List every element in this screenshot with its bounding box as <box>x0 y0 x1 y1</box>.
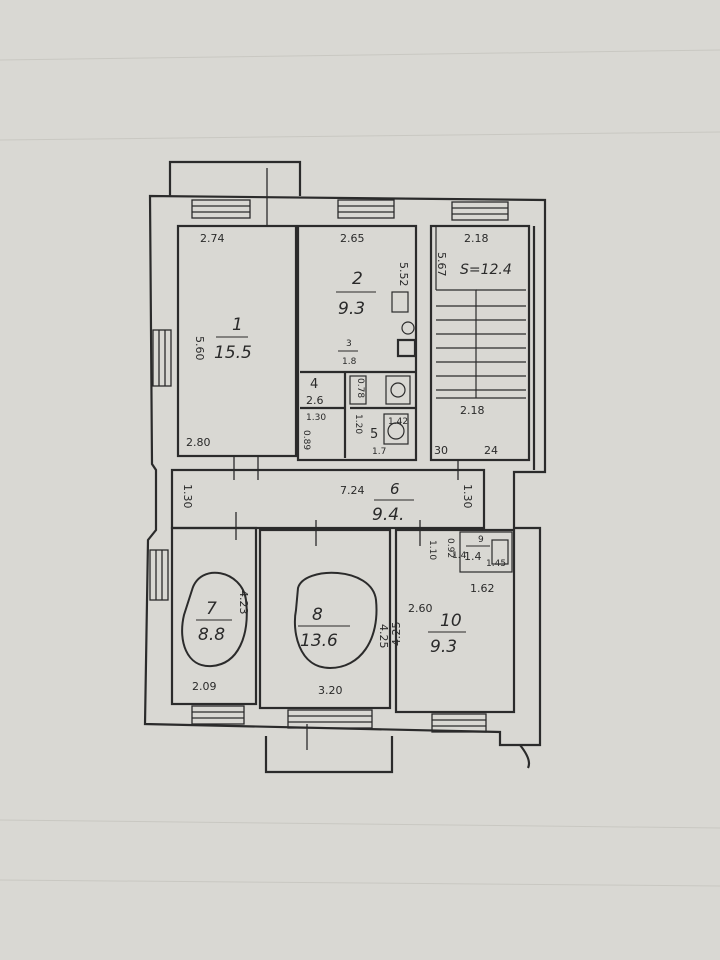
dim-hall-left: 1.30 <box>181 484 194 509</box>
room-outlines <box>181 571 378 670</box>
room-9-area: 1.4 <box>464 550 482 563</box>
doors <box>233 168 459 750</box>
dim-stair-b2: 24 <box>484 444 498 457</box>
room-6-number: 6 <box>390 480 400 498</box>
staircase <box>435 226 526 399</box>
room-1-number: 1 <box>232 315 243 335</box>
drum-icon <box>390 382 406 398</box>
dim-r10-a: 1.10 <box>427 540 437 560</box>
room-2-number: 2 <box>352 269 363 289</box>
dim-hall-right: 1.30 <box>461 484 474 509</box>
room-4-number: 4 <box>310 377 318 392</box>
dim-r1-bottom: 2.80 <box>186 436 211 449</box>
dim-r2-side: 5.52 <box>397 262 410 287</box>
paper-background <box>0 49 720 887</box>
sink-icon <box>383 413 409 445</box>
room-7-area: 8.8 <box>198 625 225 645</box>
dim-r4-b: 0.89 <box>301 430 311 450</box>
dim-r4-a: 1.30 <box>306 413 326 423</box>
room-1-area: 15.5 <box>214 343 252 363</box>
dim-stair-mid: 2.18 <box>460 404 485 417</box>
dim-stair-top: 2.18 <box>464 232 489 245</box>
room-9-number: 9 <box>478 535 484 545</box>
dim-r5-a: 1.42 <box>388 417 408 427</box>
dim-r7-side: 4.23 <box>237 590 250 615</box>
dimensions: 2.74 5.60 2.80 2.65 5.52 1.30 0.89 1.42 … <box>181 232 506 697</box>
dim-r5-c: 0.78 <box>355 378 365 398</box>
dim-r10-e: 1.4 <box>452 551 467 561</box>
room-5-area: 1.7 <box>372 447 386 457</box>
dim-stair-b1: 30 <box>434 444 448 457</box>
washer-icon <box>385 375 411 405</box>
dim-hall-len: 7.24 <box>340 484 365 497</box>
dim-r10-b: 1.62 <box>470 582 495 595</box>
dim-r8-bottom: 3.20 <box>318 684 343 697</box>
room-6-area: 9.4. <box>372 505 404 525</box>
room-10-area: 9.3 <box>430 637 457 657</box>
room-3-number: 3 <box>346 339 352 349</box>
room-5-number: 5 <box>370 427 378 442</box>
dim-r2-top: 2.65 <box>340 232 365 245</box>
windows <box>149 199 509 733</box>
walls <box>143 160 547 774</box>
room-2-area: 9.3 <box>338 299 365 319</box>
dim-r7-bottom: 2.09 <box>192 680 217 693</box>
dim-stair-side: 5.67 <box>435 252 448 277</box>
dim-r9-a: 0.92 <box>445 538 455 558</box>
room-3-area: 1.8 <box>342 357 357 367</box>
dim-r10-c: 2.60 <box>408 602 433 615</box>
fixtures <box>349 291 513 573</box>
dim-r1-top: 2.74 <box>200 232 225 245</box>
dim-r1-side: 5.60 <box>193 336 206 361</box>
room-4-area: 2.6 <box>306 394 324 407</box>
room-7-number: 7 <box>206 599 217 619</box>
room-10-number: 10 <box>440 611 462 631</box>
room-8-number: 8 <box>312 605 323 625</box>
room-8-area: 13.6 <box>300 631 338 651</box>
dim-r5-b: 1.20 <box>353 414 363 434</box>
dim-r10-d: 4.25 <box>390 622 403 647</box>
stair-area: S=12.4 <box>460 262 512 278</box>
dim-r9-b: 1.45 <box>486 559 506 569</box>
room-labels: 1 15.5 2 9.3 3 1.8 4 2.6 5 1.7 6 9.4. 7 … <box>196 262 512 657</box>
dim-r8-side: 4.25 <box>377 624 390 649</box>
